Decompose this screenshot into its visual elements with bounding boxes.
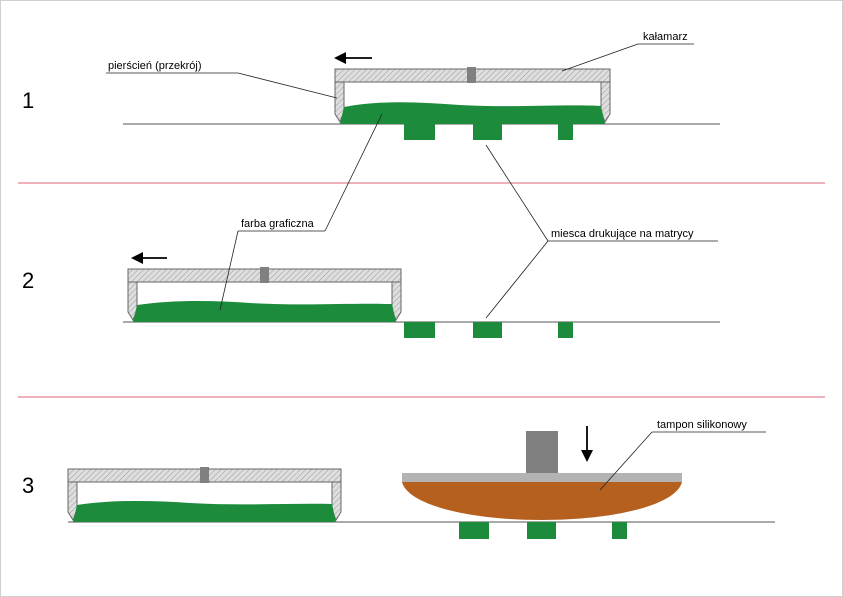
inkwell-leader xyxy=(561,43,639,72)
arrowhead-left-1 xyxy=(334,52,346,64)
ink-label: farba graficzna xyxy=(241,218,315,230)
printing-cell-2a xyxy=(404,322,435,338)
printing-cell-3a xyxy=(459,522,489,539)
cells-leader-bottom xyxy=(485,240,549,319)
printing-cell-3b xyxy=(527,522,556,539)
printing-cell-2b xyxy=(473,322,502,338)
cells-label: miesca drukujące na matrycy xyxy=(551,228,694,240)
step-number-2: 2 xyxy=(22,268,34,293)
ring-leader xyxy=(237,72,338,99)
printing-cell-2c xyxy=(558,322,573,338)
ring-label: pierścień (przekrój) xyxy=(108,60,202,72)
ink-leader-bottom xyxy=(219,230,239,311)
inkwell-label: kałamarz xyxy=(643,31,688,43)
printing-cell-1a xyxy=(404,124,435,140)
step-2-group: farba graficzna miesca drukujące na matr… xyxy=(123,113,720,338)
arrowhead-left-2 xyxy=(131,252,143,264)
printing-cell-1c xyxy=(558,124,573,140)
inkwell-handle-1 xyxy=(467,67,476,83)
step-3-group: tampon silikonowy xyxy=(67,419,775,539)
ink-leader-top xyxy=(324,113,383,232)
step-1-group: pierścień (przekrój) kałamarz xyxy=(106,31,720,140)
pad-label: tampon silikonowy xyxy=(657,419,747,431)
inkwell-handle-3 xyxy=(200,467,209,483)
step-number-1: 1 xyxy=(22,88,34,113)
inkwell-handle-2 xyxy=(260,267,269,283)
arrowhead-down xyxy=(581,450,593,462)
pad-stem xyxy=(526,431,558,473)
pad-plate xyxy=(402,473,682,482)
printing-cell-3c xyxy=(612,522,627,539)
step-number-3: 3 xyxy=(22,473,34,498)
ink-layer-1 xyxy=(340,102,605,124)
ink-layer-3 xyxy=(73,500,336,522)
printing-cell-1b xyxy=(473,124,502,140)
cells-leader-top xyxy=(485,144,549,242)
silicone-pad xyxy=(402,482,682,520)
ink-layer-2 xyxy=(133,300,396,322)
pad-leader xyxy=(599,431,653,491)
